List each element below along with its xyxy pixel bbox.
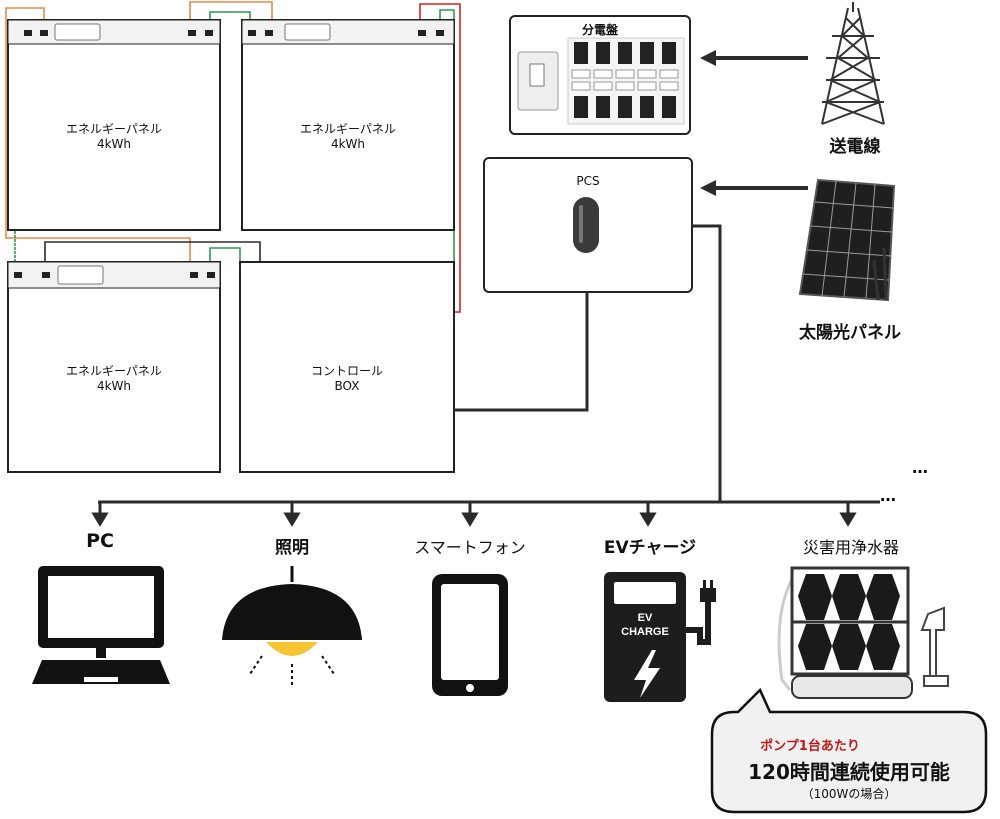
callout-highlight: ポンプ1台あたり	[760, 739, 860, 754]
water-purifier-icon	[777, 566, 949, 699]
breaker-array	[571, 42, 679, 118]
breaker-switch	[618, 42, 632, 64]
ellipsis-lower: …	[880, 486, 896, 505]
grid-arrow	[700, 50, 808, 66]
breaker-slot	[571, 81, 591, 91]
panel-2-name: エネルギーパネル	[300, 122, 396, 136]
breaker-switch	[662, 96, 676, 118]
panel-1-capacity: 4kWh	[96, 137, 132, 151]
callout-sub: （100Wの場合）	[801, 787, 897, 801]
control-box	[239, 261, 455, 473]
device-label-light: 照明	[275, 538, 309, 558]
device-label-smartphone: スマートフォン	[414, 538, 526, 557]
solar-arrow	[700, 180, 808, 196]
lamp-icon	[222, 566, 362, 686]
breaker-slot	[593, 69, 613, 79]
breaker-slot	[659, 81, 679, 91]
breaker-switch	[618, 96, 632, 118]
breaker-switch	[574, 96, 588, 118]
pcs-label: PCS	[576, 174, 600, 188]
panel-3-name: エネルギーパネル	[66, 364, 162, 378]
ellipsis-upper: …	[912, 458, 928, 477]
breaker-slot	[659, 69, 679, 79]
solar-panel-icon	[798, 178, 896, 302]
breaker-switch	[574, 42, 588, 64]
breaker-slot	[637, 69, 657, 79]
breaker-switch	[640, 42, 654, 64]
smartphone-icon	[432, 574, 508, 696]
grid-label: 送電線	[829, 137, 881, 157]
breaker-slot	[615, 81, 635, 91]
ev-charger-line2: CHARGE	[621, 626, 669, 638]
device-label-purifier: 災害用浄水器	[802, 538, 899, 557]
panel-2-capacity: 4kWh	[330, 137, 366, 151]
device-label-ev: EVチャージ	[603, 538, 697, 558]
breaker-slot	[637, 81, 657, 91]
panel-3-capacity: 4kWh	[96, 379, 132, 393]
power-lines	[98, 224, 880, 504]
ev-charger-line1: EV	[638, 612, 653, 624]
pcs-unit	[483, 157, 693, 293]
solar-label: 太陽光パネル	[799, 323, 901, 343]
energy-panel-1	[7, 19, 221, 231]
device-label-pc: PC	[86, 530, 114, 552]
control-box-line1: コントロール	[310, 364, 383, 378]
distribution-board-label: 分電盤	[581, 23, 618, 37]
breaker-switch	[596, 96, 610, 118]
breaker-slot	[593, 81, 613, 91]
callout-main: 120時間連続使用可能	[748, 760, 950, 784]
panel-1-name: エネルギーパネル	[66, 122, 162, 136]
control-box-line2: BOX	[334, 379, 360, 393]
callout-bubble	[710, 687, 988, 814]
breaker-switch	[662, 42, 676, 64]
breaker-slot	[615, 69, 635, 79]
breaker-switch	[596, 42, 610, 64]
device-arrows	[91, 502, 857, 527]
transmission-tower-icon	[821, 2, 885, 125]
breaker-slot	[571, 69, 591, 79]
energy-panel-3	[7, 261, 221, 473]
energy-panel-2	[241, 19, 455, 231]
pc-icon	[32, 566, 170, 684]
ev-charger-icon	[604, 572, 716, 702]
breaker-switch	[640, 96, 654, 118]
